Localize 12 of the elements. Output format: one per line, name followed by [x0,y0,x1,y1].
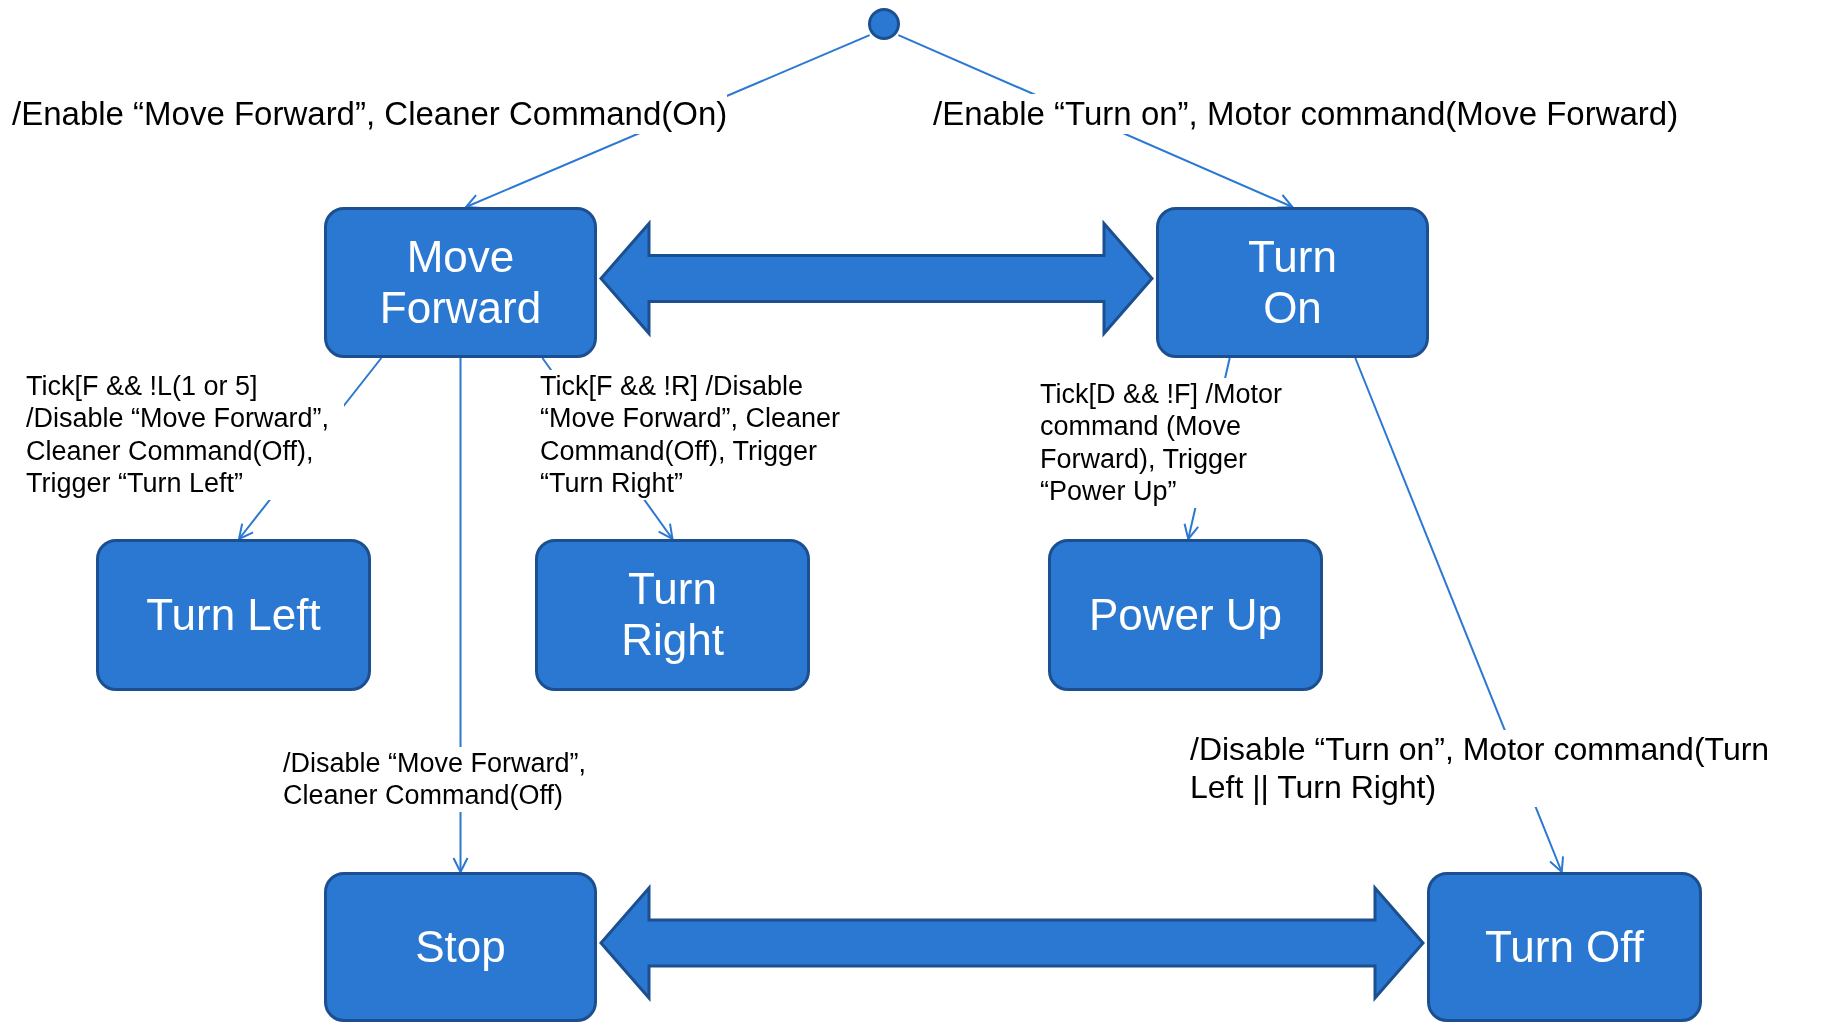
state-box: Power Up [1048,539,1323,691]
state-box: Stop [324,872,597,1022]
double-arrow [599,884,1425,1002]
state-box: Turn Right [535,539,810,691]
state-box: Turn Left [96,539,371,691]
edge-label: /Enable “Move Forward”, Cleaner Command(On) [12,94,728,134]
state-box: Turn Off [1427,872,1702,1022]
state-box: Move Forward [324,207,597,358]
edge-label: /Enable “Turn on”, Motor command(Move Forward) [933,94,1679,134]
initial-state-dot [868,8,900,40]
double-arrow [599,219,1154,338]
state-box: Turn On [1156,207,1429,358]
